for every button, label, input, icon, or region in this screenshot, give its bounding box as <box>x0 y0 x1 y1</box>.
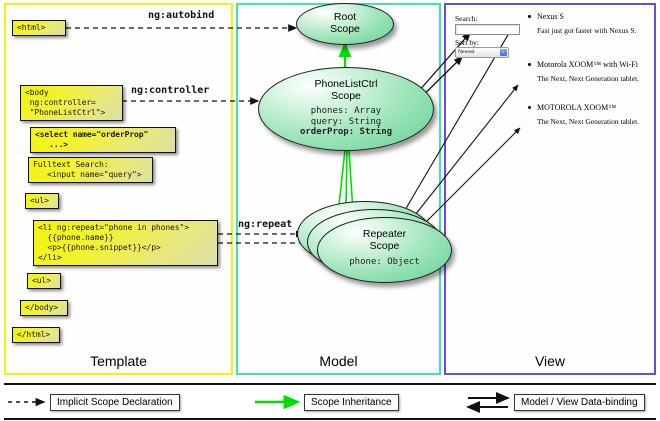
legend-item-scope-inheritance: Scope Inheritance <box>304 394 399 411</box>
legend-item-model-view-data-binding: Model / View Data-binding <box>514 394 645 411</box>
bullet-icon <box>528 15 531 18</box>
scope-prop-query: query: String <box>310 116 382 127</box>
code-box-ul-close: <ul> <box>27 273 61 289</box>
phone-name: Motorola XOOM™ with Wi-Fi <box>528 60 639 69</box>
code-box-html-open: <html> <box>12 20 66 36</box>
search-input[interactable] <box>455 24 520 35</box>
phone-snippet: Fast just got faster with Nexus S. <box>537 26 637 35</box>
panel-view-title: View <box>534 353 566 369</box>
bullet-icon <box>528 63 531 66</box>
code-box-ul-open: <ul> <box>25 193 59 209</box>
code-box-html-close: </html> <box>12 327 60 343</box>
legend-divider-top <box>4 383 656 385</box>
phone-name: MOTOROLA XOOM™ <box>528 103 639 112</box>
scope-repeater-title-line1: Repeater <box>362 228 407 240</box>
sort-by-selected-value: Newest <box>458 49 475 55</box>
search-label: Search: <box>455 14 478 23</box>
scope-prop-phones: phones: Array <box>310 106 382 116</box>
scope-phonelistctrl: PhoneListCtrl Scope phones: Array query:… <box>258 67 434 151</box>
scope-repeater-title-line2: Scope <box>369 240 400 252</box>
scope-repeater: Repeater Scope phone: Object <box>317 217 452 283</box>
panel-model-title: Model <box>319 353 358 369</box>
scope-phonelistctrl-title-line2: Scope <box>331 90 361 102</box>
connector-label-repeat: ng:repeat <box>238 219 293 230</box>
bullet-icon <box>528 106 531 109</box>
connector-label-controller: ng:controller <box>131 85 210 96</box>
list-item[interactable]: Motorola XOOM™ with Wi-Fi The Next, Next… <box>528 60 640 83</box>
panel-model: Model <box>236 3 441 375</box>
scope-root-title-line1: Root <box>333 11 357 23</box>
scope-prop-phone: phone: Object <box>349 257 420 267</box>
sort-by-label: Sort by: <box>455 38 479 47</box>
scope-root: Root Scope <box>296 3 394 45</box>
code-box-body-open: <body ng:controller= "PhoneListCtrl"> <box>20 85 123 121</box>
chevron-updown-icon <box>500 48 507 57</box>
legend-item-implicit-scope-declaration: Implicit Scope Declaration <box>50 394 180 411</box>
code-box-body-close: </body> <box>20 300 68 316</box>
scope-phonelistctrl-title-line1: PhoneListCtrl <box>314 78 378 90</box>
code-box-select: <select name="orderProp" ...> <box>30 127 176 153</box>
list-item[interactable]: MOTOROLA XOOM™ The Next, Next Generation… <box>528 103 640 126</box>
scope-prop-orderprop: orderProp: String <box>299 127 393 137</box>
legend-divider-bottom <box>4 418 656 420</box>
panel-template-title: Template <box>90 353 147 369</box>
scope-root-title-line2: Scope <box>330 23 360 35</box>
code-box-li-repeat: <li ng:repeat="phone in phones"> {{phone… <box>33 220 218 266</box>
sort-by-select[interactable]: Newest <box>455 47 509 58</box>
panel-template: Template <box>4 3 233 375</box>
list-item[interactable]: Nexus S Fast just got faster with Nexus … <box>528 12 637 35</box>
code-box-fulltext: Fulltext Search: <input name="query"> <box>28 157 153 183</box>
phone-snippet: The Next, Next Generation tablet. <box>537 74 640 83</box>
panel-view: View <box>444 3 656 375</box>
connector-label-autobind: ng:autobind <box>148 10 215 21</box>
phone-name: Nexus S <box>528 12 636 21</box>
phone-snippet: The Next, Next Generation tablet. <box>537 117 640 126</box>
